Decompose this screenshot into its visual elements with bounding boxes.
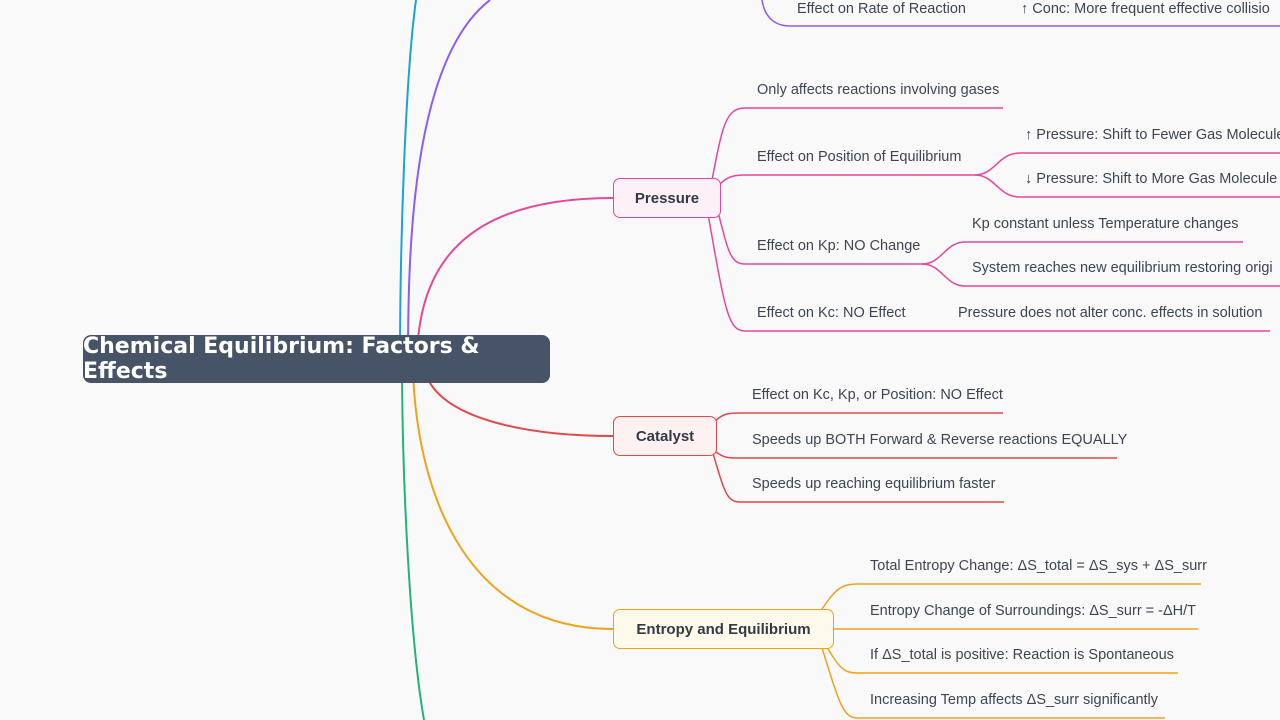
connector-catalyst-faster <box>711 449 1004 503</box>
connector-pressure-position <box>719 174 975 185</box>
branch-catalyst[interactable]: Catalyst <box>613 416 717 456</box>
connector-blue-offscreen <box>399 0 417 361</box>
connector-position-down <box>974 174 1280 198</box>
connector-pressure-kc <box>707 213 1270 332</box>
connector-pressure <box>416 197 614 361</box>
pressure-kc-effect[interactable]: Effect on Kc: NO Effect <box>757 305 906 321</box>
connector-entropy-positive <box>825 645 1178 674</box>
catalyst-faster-equilibrium[interactable]: Speeds up reaching equilibrium faster <box>752 476 996 492</box>
entropy-temperature-effect[interactable]: Increasing Temp affects ΔS_surr signific… <box>870 692 1159 708</box>
connector-catalyst <box>424 371 614 437</box>
pressure-increase-shift[interactable]: ↑ Pressure: Shift to Fewer Gas Molecule <box>1025 127 1280 143</box>
connector-green-offscreen <box>401 359 425 720</box>
pressure-gases-only[interactable]: Only affects reactions involving gases <box>757 82 1000 98</box>
pressure-decrease-shift[interactable]: ↓ Pressure: Shift to More Gas Molecule <box>1025 171 1278 187</box>
connector-concentration-leaf <box>761 0 1280 27</box>
connector-kp-constant <box>921 241 1243 265</box>
kp-constant-note[interactable]: Kp constant unless Temperature changes <box>972 216 1239 232</box>
kc-detail-note[interactable]: Pressure does not alter conc. effects in… <box>958 305 1263 321</box>
connector-kp-restore <box>921 263 1280 287</box>
branch-pressure[interactable]: Pressure <box>613 178 721 218</box>
catalyst-speeds-both[interactable]: Speeds up BOTH Forward & Reverse reactio… <box>752 432 1128 448</box>
connector-entropy <box>412 371 614 630</box>
root-topic[interactable]: Chemical Equilibrium: Factors & Effects <box>83 334 550 384</box>
connector-concentration <box>407 0 491 361</box>
pressure-kp-effect[interactable]: Effect on Kp: NO Change <box>757 238 921 254</box>
connector-catalyst-noeffect <box>711 412 1003 425</box>
connector-entropy-total <box>819 583 1201 613</box>
entropy-surroundings-change[interactable]: Entropy Change of Surroundings: ΔS_surr … <box>870 603 1197 619</box>
connector-entropy-temp <box>821 647 1165 719</box>
concentration-rate-effect[interactable]: Effect on Rate of Reaction <box>797 1 967 17</box>
pressure-position-effect[interactable]: Effect on Position of Equilibrium <box>757 149 962 165</box>
catalyst-no-effect[interactable]: Effect on Kc, Kp, or Position: NO Effect <box>752 387 1003 403</box>
connector-catalyst-speedsboth <box>715 451 1117 459</box>
connector-position-up <box>974 152 1280 176</box>
entropy-positive-spontaneous[interactable]: If ΔS_total is positive: Reaction is Spo… <box>870 647 1174 663</box>
connector-pressure-gases <box>709 107 1003 191</box>
kp-restore-note[interactable]: System reaches new equilibrium restoring… <box>972 260 1273 276</box>
connector-pressure-kp <box>717 211 922 265</box>
entropy-total-change[interactable]: Total Entropy Change: ΔS_total = ΔS_sys … <box>870 558 1207 574</box>
concentration-rate-detail[interactable]: ↑ Conc: More frequent effective collisio <box>1021 1 1270 17</box>
branch-entropy[interactable]: Entropy and Equilibrium <box>613 609 834 649</box>
